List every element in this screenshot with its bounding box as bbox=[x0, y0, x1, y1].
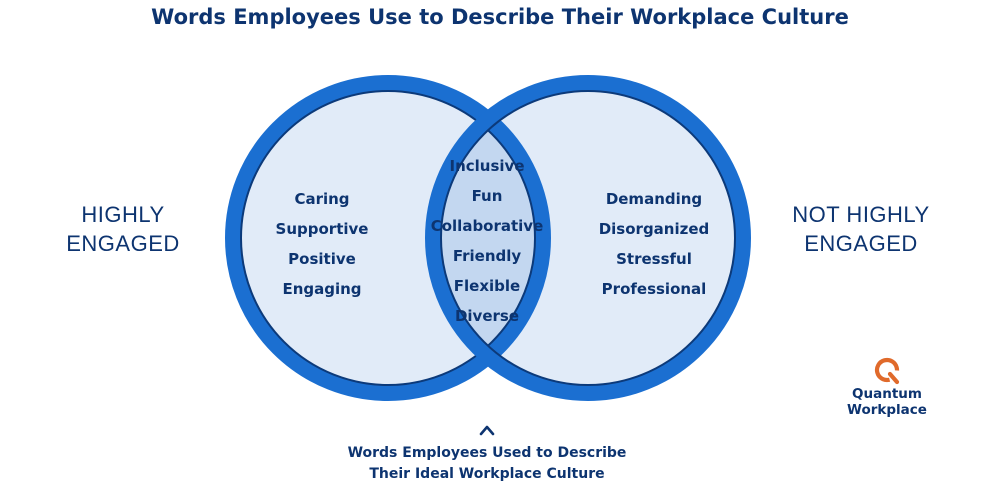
overlap-word: Collaborative bbox=[431, 217, 544, 235]
caption-line: Words Employees Used to Describe bbox=[348, 445, 627, 461]
left-label-line: HIGHLY bbox=[81, 202, 164, 227]
right-word: Demanding bbox=[606, 190, 702, 208]
left-circle-inner-border bbox=[240, 90, 536, 386]
right-word: Professional bbox=[602, 280, 707, 298]
right-group-label: NOT HIGHLY ENGAGED bbox=[792, 202, 929, 256]
left-group-label: HIGHLY ENGAGED bbox=[66, 202, 180, 256]
right-word: Stressful bbox=[616, 250, 692, 268]
right-circle-ring bbox=[425, 75, 751, 401]
overlap-word: Diverse bbox=[455, 307, 519, 325]
left-circle-ring bbox=[225, 75, 551, 401]
left-word: Caring bbox=[294, 190, 349, 208]
right-word: Disorganized bbox=[599, 220, 710, 238]
overlap-word: Inclusive bbox=[450, 157, 525, 175]
left-word: Positive bbox=[288, 250, 356, 268]
overlap-word: Friendly bbox=[453, 247, 522, 265]
caption-line: Their Ideal Workplace Culture bbox=[369, 466, 604, 482]
caret-up-icon bbox=[479, 425, 495, 436]
left-word: Engaging bbox=[282, 280, 361, 298]
overlap-word: Fun bbox=[472, 187, 503, 205]
right-circle-inner-border bbox=[440, 90, 736, 386]
page-title: Words Employees Use to Describe Their Wo… bbox=[151, 5, 849, 29]
right-label-line: NOT HIGHLY bbox=[792, 202, 929, 227]
quantum-q-icon bbox=[874, 357, 900, 385]
logo-text-line: Workplace bbox=[847, 402, 927, 418]
left-word-list: Caring Supportive Positive Engaging bbox=[276, 190, 369, 298]
left-label-line: ENGAGED bbox=[66, 231, 180, 256]
overlap-word: Flexible bbox=[454, 277, 520, 295]
left-word: Supportive bbox=[276, 220, 369, 238]
overlap-word-list: Inclusive Fun Collaborative Friendly Fle… bbox=[431, 157, 544, 325]
right-label-line: ENGAGED bbox=[804, 231, 918, 256]
quantum-workplace-logo: Quantum Workplace bbox=[847, 357, 927, 418]
overlap-caption: Words Employees Used to Describe Their I… bbox=[348, 445, 627, 482]
logo-text-line: Quantum bbox=[852, 386, 922, 402]
right-word-list: Demanding Disorganized Stressful Profess… bbox=[599, 190, 710, 298]
